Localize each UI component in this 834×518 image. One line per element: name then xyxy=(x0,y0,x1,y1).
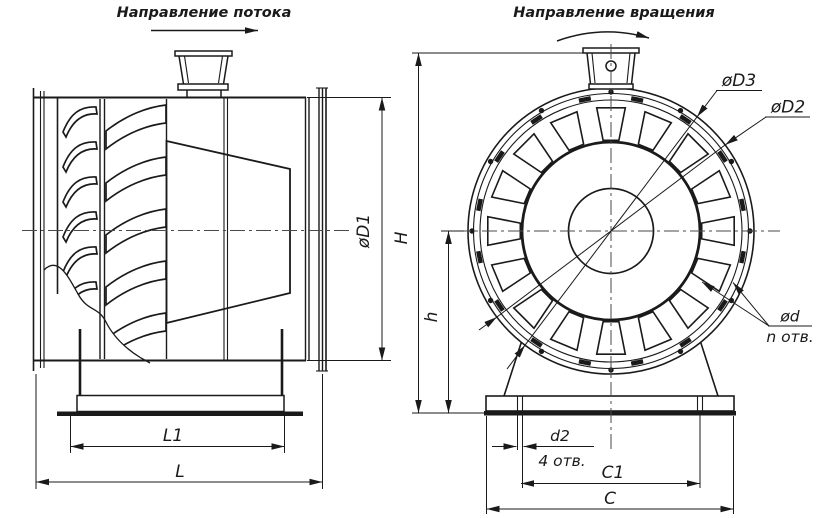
impeller-blade xyxy=(62,141,98,174)
dim-label-H: H xyxy=(392,231,412,244)
junction-box-inner-side xyxy=(626,52,631,84)
clamp-tick xyxy=(717,299,728,312)
clamp-tick xyxy=(679,114,692,125)
dim-label-d2: øD2 xyxy=(770,98,805,118)
dim-label-l: L xyxy=(175,462,184,482)
guide-vane xyxy=(105,104,167,151)
dim-chord-d2 xyxy=(496,144,726,318)
junction-box-side xyxy=(630,52,636,85)
clamp-tick xyxy=(630,359,644,366)
junction-box-side xyxy=(586,52,592,85)
terminal-box xyxy=(174,50,233,97)
flange-bolt-dot xyxy=(538,348,545,355)
pedestal-side xyxy=(697,333,719,397)
base-plate-edge xyxy=(484,411,736,416)
clamp-tick xyxy=(476,198,483,212)
dim-label-flange-hole: ød xyxy=(779,308,799,326)
fan-blade xyxy=(549,110,585,152)
break-wavy-line xyxy=(43,264,151,364)
flow-direction-annotation: Направление потока xyxy=(117,5,292,34)
flange-bolt-dot xyxy=(538,107,545,114)
dim-label-l1: L1 xyxy=(163,426,183,446)
base-plate xyxy=(57,411,303,416)
terminal-box-inner-side xyxy=(217,55,224,84)
dim-leader-d3 xyxy=(506,344,526,370)
fan-blade xyxy=(690,257,732,293)
break-section-mask xyxy=(44,265,150,363)
fan-blade xyxy=(637,110,673,152)
flange-bolt-dot xyxy=(469,228,475,234)
impeller-blade xyxy=(62,246,98,279)
dim-label-d1: øD1 xyxy=(354,214,374,249)
fan-blade xyxy=(668,288,710,330)
impeller-blade xyxy=(62,106,98,139)
fan-blade xyxy=(549,310,585,352)
base-frame xyxy=(76,394,285,413)
dim-label-d3: øD3 xyxy=(721,71,756,91)
clamp-tick xyxy=(494,150,505,163)
impeller-and-vanes xyxy=(62,104,167,359)
impeller-blades-front xyxy=(486,107,736,356)
pedestal-side xyxy=(503,333,525,397)
impeller-blade xyxy=(62,211,98,244)
guide-vane xyxy=(105,260,167,307)
guide-vane xyxy=(105,156,167,203)
clamp-tick xyxy=(476,250,483,264)
terminal-box-cap xyxy=(174,50,233,57)
fan-blade xyxy=(637,310,673,352)
fan-blade xyxy=(512,132,554,174)
terminal-box-side xyxy=(222,55,229,85)
dim-leader-d2 xyxy=(724,116,767,146)
flange-clamp-ticks xyxy=(476,96,746,366)
clamp-tick xyxy=(494,299,505,312)
flange-bolt-dot xyxy=(677,348,684,355)
fan-blade xyxy=(690,169,732,205)
clamp-tick xyxy=(530,337,543,348)
rotation-direction-label: Направление вращения xyxy=(513,5,715,21)
dim-label-flange-hole-count: n отв. xyxy=(766,328,813,346)
left-view-dimensions: øD1 L1 L xyxy=(35,97,391,489)
dim-label-c1: C1 xyxy=(602,463,625,483)
left-view-side-section xyxy=(22,50,350,416)
flow-direction-label: Направление потока xyxy=(117,5,292,21)
clamp-tick xyxy=(739,250,746,264)
fan-blade xyxy=(512,288,554,330)
terminal-box-inner-side xyxy=(183,55,190,84)
clamp-tick xyxy=(717,150,728,163)
fan-blade xyxy=(668,132,710,174)
clamp-tick xyxy=(630,96,644,103)
guide-vane-row xyxy=(105,104,167,359)
clamp-tick xyxy=(578,359,592,366)
dim-label-h: h xyxy=(422,312,442,323)
fan-blade xyxy=(490,257,532,293)
flange-bolt-dot xyxy=(487,158,494,165)
dim-leader-flange-hole xyxy=(732,282,770,327)
flange-bolt-dot xyxy=(677,107,684,114)
rotation-direction-annotation: Направление вращения xyxy=(513,5,715,42)
impeller-blade xyxy=(62,176,98,209)
dim-leader-flange-hole xyxy=(701,281,770,327)
junction-box-inner-side xyxy=(591,52,596,84)
right-view-front xyxy=(456,44,780,450)
dim-label-base-hole: d2 xyxy=(550,427,570,445)
fan-blade xyxy=(486,215,522,247)
motor-cone xyxy=(165,139,291,325)
base-plate-front xyxy=(485,395,735,412)
rotation-arrow-icon xyxy=(556,31,650,42)
terminal-box-side xyxy=(178,55,185,85)
clamp-tick xyxy=(530,114,543,125)
clamp-tick xyxy=(679,337,692,348)
dim-label-base-hole-count: 4 отв. xyxy=(538,452,585,470)
fan-blade xyxy=(490,169,532,205)
right-view-dimensions: H h øD3 øD2 ød n отв. d2 4 отв. C1 xyxy=(392,52,814,514)
clamp-tick xyxy=(739,198,746,212)
terminal-box-base xyxy=(177,83,229,91)
dim-leader-d2 xyxy=(478,316,498,331)
flange-bolt-dot xyxy=(728,158,735,165)
flange-bolt-dot xyxy=(487,297,494,304)
dim-label-c: C xyxy=(604,489,616,509)
clamp-tick xyxy=(578,96,592,103)
dim-leader-d3 xyxy=(696,90,718,118)
